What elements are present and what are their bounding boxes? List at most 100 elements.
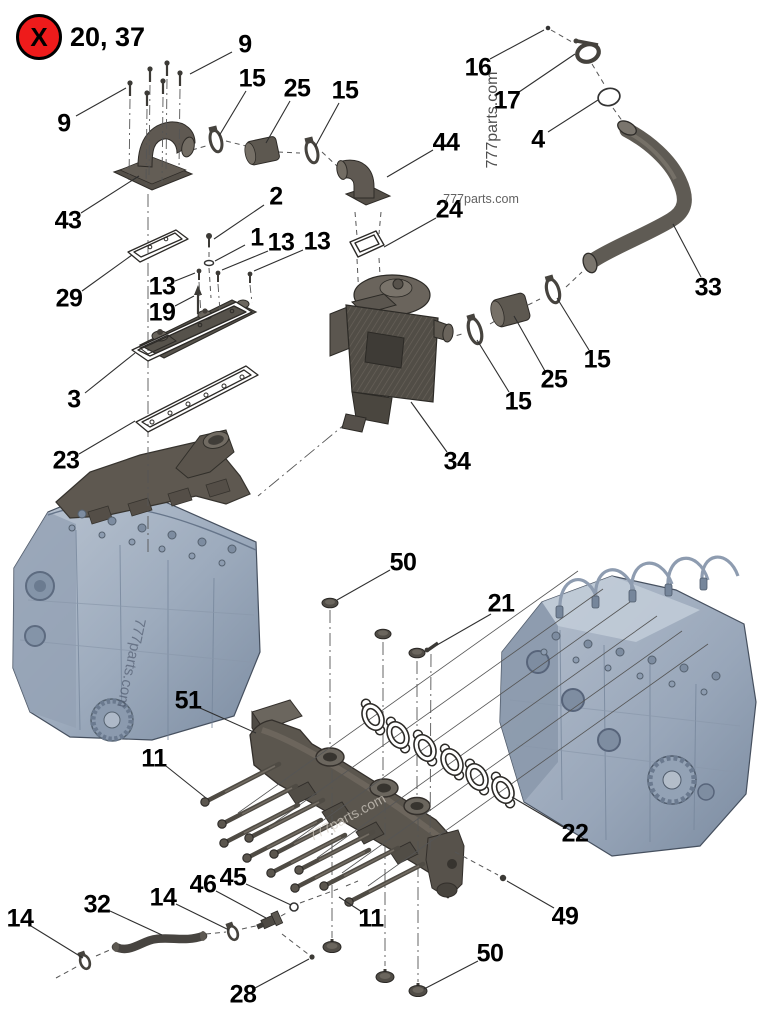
assembly-dash-line [612, 107, 624, 123]
leader-line [314, 102, 340, 148]
leader-line [221, 250, 269, 271]
port-gasket-22 [439, 743, 465, 781]
hose-clamp-15-b [304, 136, 320, 165]
assembly-dash-line [55, 965, 79, 979]
left-engine-block-illustration [12, 429, 261, 742]
plug-50 [374, 628, 392, 640]
assembly-dash-line [299, 888, 339, 904]
assembly-dash-line [354, 211, 358, 237]
o-ring-45 [289, 902, 299, 912]
excluded-x-icon: X [16, 14, 62, 60]
part-callout-2: 2 [269, 182, 283, 211]
assembly-dash-line [378, 211, 382, 235]
plug-50 [408, 983, 428, 997]
part-callout-22: 22 [561, 819, 589, 848]
leader-line [75, 87, 127, 117]
watermark: 777parts.com [443, 192, 519, 206]
hose-clamp-14-b [225, 921, 240, 942]
deck-stud [668, 680, 676, 688]
leader-line [218, 90, 247, 137]
bolt-13 [196, 268, 202, 317]
gasket-29 [127, 229, 189, 263]
manifold-bolt-11 [217, 783, 299, 829]
part-callout-43: 43 [54, 206, 82, 235]
cylinder-head-detail [540, 631, 721, 696]
deck-stud [604, 664, 612, 672]
assembly-dash-line [550, 29, 573, 43]
part-callout-14: 14 [149, 883, 177, 912]
part-callout-49: 49 [551, 902, 579, 931]
deck-stud [636, 672, 644, 680]
assembly-dash-line [281, 933, 309, 955]
leader-line [336, 569, 391, 601]
leader-line [30, 925, 84, 959]
deck-stud [218, 559, 226, 567]
assembly-dash-line [454, 851, 499, 876]
part-callout-15: 15 [238, 64, 266, 93]
centerline [429, 653, 432, 851]
leader-line [174, 272, 196, 282]
leader-line [109, 910, 163, 936]
deck-stud [98, 531, 106, 539]
assembly-dash-line [565, 271, 583, 288]
bolt-16 [545, 25, 551, 31]
bolt-9 [177, 70, 183, 169]
part-callout-28: 28 [229, 980, 257, 1009]
plug-28 [309, 954, 315, 960]
leader-line [338, 896, 363, 913]
gasket-3 [131, 301, 253, 362]
deck-stud [700, 688, 708, 696]
bolt-9 [144, 90, 150, 186]
leader-line [476, 339, 510, 393]
leader-line [513, 315, 546, 372]
part-callout-46: 46 [189, 870, 217, 899]
leader-line [165, 765, 207, 799]
centerlines [55, 29, 624, 982]
stud-21 [424, 641, 440, 653]
port-alignment-line [262, 588, 604, 832]
leader-line [265, 100, 291, 144]
leader-line [547, 99, 599, 133]
assembly-dash-line [225, 140, 247, 147]
deck-stud [197, 537, 207, 547]
leader-line [254, 958, 310, 989]
leader-line [386, 149, 434, 178]
injector-lines [558, 555, 740, 611]
air-transfer-elbow-44 [336, 159, 392, 206]
part-callout-11: 11 [358, 904, 384, 933]
plug-50 [322, 939, 342, 953]
part-callout-51: 51 [174, 686, 202, 715]
hose-sleeve-25-b [490, 292, 531, 328]
deck-stud [647, 655, 657, 665]
bolt-2-head [206, 233, 212, 239]
deck-stud [77, 509, 87, 519]
deck-stud [583, 639, 593, 649]
hose-clamp-14-a [77, 950, 92, 971]
manifold-bolt-11 [242, 817, 324, 863]
deck-stud [128, 538, 136, 546]
assembly-dash-line [345, 880, 359, 887]
part-callout-15: 15 [331, 76, 359, 105]
port-gasket-22 [464, 758, 490, 796]
part-callout-24: 24 [435, 195, 463, 224]
manifold-bolt-11 [244, 797, 326, 843]
part-callout-13: 13 [303, 227, 331, 256]
port-alignment-line [237, 570, 579, 814]
part-callout-32: 32 [83, 890, 111, 919]
washer-1 [203, 259, 215, 267]
part-callout-15: 15 [504, 387, 532, 416]
plug-50 [375, 969, 395, 983]
part-callout-17: 17 [493, 86, 521, 115]
part-callout-11: 11 [141, 744, 167, 773]
bolt-9 [160, 78, 166, 183]
leader-line [78, 420, 136, 455]
deck-stud [615, 647, 625, 657]
watermark: 777parts.com [484, 71, 501, 169]
leader-line [189, 51, 233, 75]
part-callout-14: 14 [6, 904, 34, 933]
deck-stud [167, 530, 177, 540]
pin-bolt-19 [194, 285, 202, 314]
assembly-dash-line [241, 924, 261, 930]
deck-stud [68, 524, 76, 532]
port-alignment-line [367, 643, 709, 887]
